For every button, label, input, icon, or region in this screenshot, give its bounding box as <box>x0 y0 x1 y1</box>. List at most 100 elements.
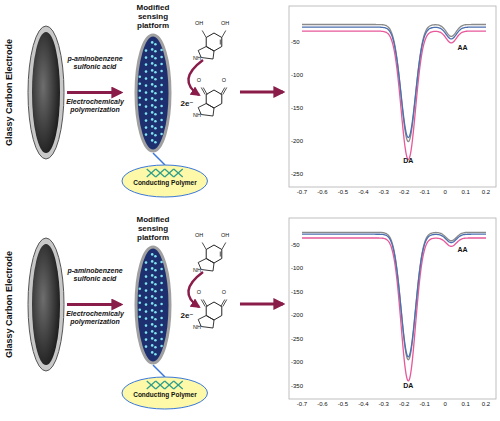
polymer-chain <box>165 381 174 389</box>
polymer-dot <box>139 295 142 298</box>
polymer-dot <box>160 77 163 80</box>
quinone-molecule <box>198 300 227 329</box>
polymer-dot <box>151 41 154 44</box>
modified-disk <box>136 247 170 363</box>
x-tick-label: -0.7 <box>290 401 314 408</box>
carbonyl-bond <box>203 88 207 95</box>
group-label: NH <box>191 55 203 61</box>
node-text: Glassy Carbon Electrode <box>4 232 15 377</box>
polymer-dot <box>151 69 154 72</box>
node-text: Conducting Polymer <box>121 391 208 399</box>
row-illustration <box>188 6 496 187</box>
polymer-dot <box>145 63 148 66</box>
polymer-dot <box>151 139 154 142</box>
polymer-dot <box>160 345 163 348</box>
polymer-dot <box>145 70 148 73</box>
x-tick-label: -0.5 <box>331 189 355 196</box>
polymer-dot <box>139 76 142 79</box>
polymer-dot <box>154 141 157 144</box>
polymer-dot <box>154 134 157 137</box>
polymer-dot <box>151 132 154 135</box>
peak-label: DA <box>400 157 416 165</box>
process-arrow <box>67 91 121 94</box>
polymer-dot <box>151 97 154 100</box>
polymer-dot <box>154 290 157 293</box>
hydroxyl-bond <box>202 31 206 38</box>
polymer-dot <box>154 255 157 258</box>
polymer-dot <box>139 302 142 305</box>
polymer-dot <box>145 105 148 108</box>
x-tick-label: -0.3 <box>372 401 396 408</box>
peak-label: DA <box>400 382 416 390</box>
polymer-dot <box>154 311 157 314</box>
polymer-dot <box>151 48 154 51</box>
polymer-dot <box>160 91 163 94</box>
polymer-dot <box>154 269 157 272</box>
y-tick-label: -150 <box>291 105 311 112</box>
polymer-ellipse: Conducting Polymer <box>121 376 208 410</box>
electrode-disk <box>32 32 60 153</box>
polymer-dot <box>160 331 163 334</box>
x-tick-label: 0.2 <box>474 189 498 196</box>
polymer-dot <box>160 70 163 73</box>
x-tick-label: -0.2 <box>392 189 416 196</box>
polymer-dot <box>154 78 157 81</box>
polymer-dot <box>151 260 154 263</box>
polymer-dot <box>160 324 163 327</box>
node-text: Glassy Carbon Electrode <box>4 20 15 165</box>
polymer-dot <box>145 310 148 313</box>
polymer-dot <box>154 64 157 67</box>
polymer-dot <box>145 345 148 348</box>
polymer-dot <box>145 317 148 320</box>
polymer-dot <box>139 90 142 93</box>
modified-electrode-node: Modified sensing platform <box>122 3 184 153</box>
y-tick-label: -100 <box>291 265 311 272</box>
y-tick-label: -250 <box>291 171 311 178</box>
voltammogram-curve <box>302 232 486 359</box>
y-tick-label: -250 <box>291 336 311 343</box>
polymer-dot <box>151 55 154 58</box>
polymer-chain <box>165 169 174 177</box>
polymer-dot <box>145 303 148 306</box>
polymer-dot <box>139 309 142 312</box>
polymer-dot <box>154 57 157 60</box>
group-label: O <box>194 289 204 295</box>
y-tick-label: -50 <box>291 242 311 249</box>
polymer-dot <box>154 332 157 335</box>
polymer-dot <box>151 111 154 114</box>
polymer-ellipse-shape <box>122 165 207 197</box>
y-tick-label: -100 <box>291 72 311 79</box>
row-illustration <box>188 218 496 399</box>
polymer-chain <box>156 381 165 389</box>
polymer-dot <box>151 274 154 277</box>
polymer-dot <box>160 63 163 66</box>
x-tick-label: -0.1 <box>413 401 437 408</box>
peak-label: AA <box>457 44 471 52</box>
polymer-dot <box>160 275 163 278</box>
polymer-dot <box>145 49 148 52</box>
method-label: Electrochemicaly polymerization <box>60 310 130 326</box>
polymer-dot <box>154 318 157 321</box>
polymer-chain <box>174 381 183 389</box>
polymer-chain <box>156 169 165 177</box>
carbonyl-bond <box>221 300 225 307</box>
polymer-dot <box>151 302 154 305</box>
polymer-dot <box>154 297 157 300</box>
polymer-dot <box>151 351 154 354</box>
hydroxyl-bond <box>202 243 206 250</box>
y-tick-label: -200 <box>291 312 311 319</box>
polymer-dot <box>160 119 163 122</box>
polymer-dot <box>151 295 154 298</box>
group-label: NH <box>191 324 203 330</box>
polymer-dot <box>145 77 148 80</box>
polymer-dot <box>160 133 163 136</box>
double-bond <box>220 40 221 45</box>
y-tick-label: -200 <box>291 138 311 145</box>
polymer-dot <box>154 127 157 130</box>
x-tick-label: 0.2 <box>474 401 498 408</box>
polymer-dot <box>145 289 148 292</box>
polymer-dot <box>154 339 157 342</box>
x-tick-label: -0.6 <box>310 189 334 196</box>
polymer-dot <box>151 344 154 347</box>
